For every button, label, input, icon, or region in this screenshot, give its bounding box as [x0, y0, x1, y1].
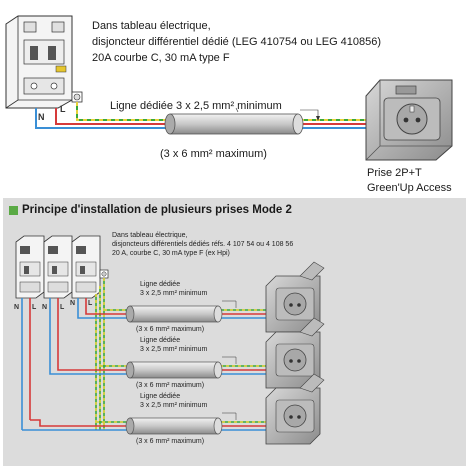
socket-caption-line-2: Green'Up Access — [367, 182, 452, 194]
bottom-sockets — [265, 261, 325, 445]
bottom-wire-label-6: L — [88, 300, 93, 307]
top-earth-terminal — [71, 91, 83, 103]
bottom-desc-line-1: Dans tableau électrique, — [112, 232, 188, 239]
top-conduit — [164, 107, 320, 135]
bottom-breakers — [15, 235, 109, 299]
run-3-labels: Ligne dédiée 3 x 2,5 mm² minimum — [140, 392, 207, 410]
top-wire-l-label: L — [60, 104, 66, 114]
top-desc-line-2: disjoncteur différentiel dédié (LEG 4107… — [92, 36, 382, 48]
top-desc-line-3: 20A courbe C, 30 mA type F — [92, 52, 230, 64]
run-1-label-1: Ligne dédiée — [140, 281, 181, 288]
run-2-label-1: Ligne dédiée — [140, 337, 181, 344]
top-socket-device — [365, 79, 453, 161]
bottom-wire-label-2: L — [32, 304, 37, 311]
section-marker-square — [9, 206, 18, 215]
run-3-label-2: 3 x 2,5 mm² minimum — [140, 402, 208, 409]
top-description: Dans tableau électrique, disjoncteur dif… — [92, 18, 381, 66]
run-2-labels: Ligne dédiée 3 x 2,5 mm² minimum — [140, 336, 207, 354]
run-1-max: (3 x 6 mm² maximum) — [136, 326, 205, 333]
run-2-max: (3 x 6 mm² maximum) — [136, 382, 205, 389]
socket-caption-line-1: Prise 2P+T — [367, 167, 422, 179]
top-max-label: (3 x 6 mm² maximum) — [160, 148, 267, 160]
bottom-desc-line-3: 20 A, courbe C, 30 mA type F (ex Hpi) — [112, 250, 230, 257]
run-1-label-2: 3 x 2,5 mm² minimum — [140, 290, 208, 297]
bottom-wire-label-1: N — [14, 304, 20, 311]
top-line-label: Ligne dédiée 3 x 2,5 mm² minimum — [110, 100, 282, 112]
bottom-wire-label-5: N — [70, 300, 76, 307]
bottom-desc-line-2: disjoncteurs différentiels dédiés réfs. … — [112, 241, 294, 248]
bottom-description: Dans tableau électrique, disjoncteurs di… — [112, 231, 293, 258]
top-wires — [35, 102, 372, 129]
run-1-labels: Ligne dédiée 3 x 2,5 mm² minimum — [140, 280, 207, 298]
top-socket-caption: Prise 2P+T Green'Up Access — [367, 166, 452, 196]
top-wire-n-label: N — [38, 112, 45, 122]
top-desc-line-1: Dans tableau électrique, — [92, 20, 211, 32]
run-2-label-2: 3 x 2,5 mm² minimum — [140, 346, 208, 353]
bottom-wire-label-4: L — [60, 304, 65, 311]
section-title: Principe d'installation de plusieurs pri… — [22, 204, 292, 216]
bottom-wire-label-3: N — [42, 304, 48, 311]
top-breaker — [5, 15, 73, 109]
run-3-max: (3 x 6 mm² maximum) — [136, 438, 205, 445]
bottom-conduits — [125, 300, 237, 435]
run-3-label-1: Ligne dédiée — [140, 393, 181, 400]
